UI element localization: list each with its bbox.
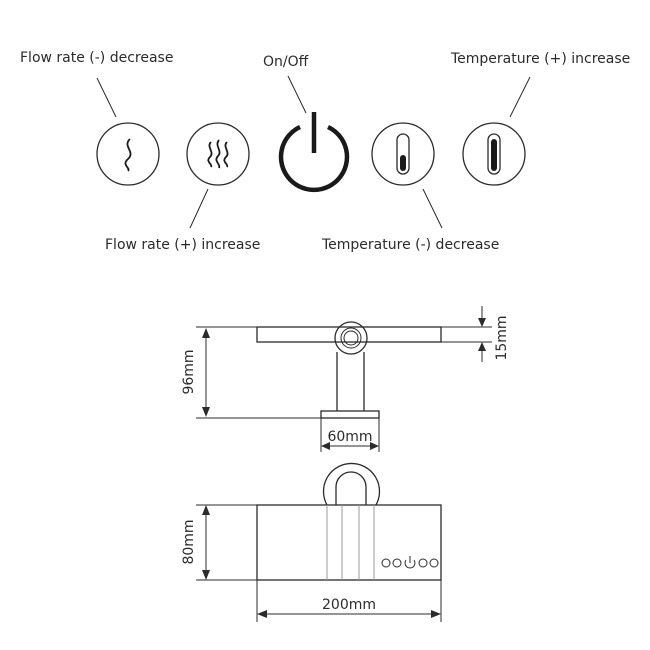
- side-view: 96mm 15mm 60mm: [181, 306, 510, 452]
- temp-decrease-label: Temperature (-) decrease: [321, 237, 499, 253]
- temp-increase-button: [462, 122, 526, 186]
- on-off-leader: [287, 75, 307, 114]
- temp-decrease-button: [371, 122, 435, 186]
- on-off-label: On/Off: [263, 54, 309, 70]
- single-wave-icon: [124, 138, 132, 172]
- flow-increase-label: Flow rate (+) increase: [105, 237, 260, 253]
- temp-decrease-leader: [422, 188, 443, 229]
- power-icon: [278, 124, 350, 193]
- flow-decrease-label: Flow rate (-) decrease: [20, 50, 173, 66]
- flow-decrease-button: [96, 122, 160, 186]
- power-button: [278, 112, 350, 193]
- dim-96mm: 96mm: [181, 349, 197, 394]
- dim-60mm: 60mm: [327, 429, 372, 445]
- dim-15mm: 15mm: [494, 315, 510, 360]
- front-view: 80mm 200mm: [181, 462, 442, 622]
- thermometer-high-icon: [487, 133, 501, 175]
- temp-increase-leader: [509, 76, 531, 118]
- triple-wave-icon: [207, 139, 229, 169]
- dim-200mm: 200mm: [322, 597, 376, 613]
- dim-80mm: 80mm: [181, 519, 197, 564]
- flow-decrease-leader: [96, 77, 117, 118]
- mini-controls: [381, 556, 439, 569]
- flow-increase-leader: [189, 188, 209, 229]
- flow-increase-button: [186, 122, 250, 186]
- temp-increase-label: Temperature (+) increase: [450, 51, 630, 67]
- thermometer-low-icon: [396, 133, 410, 175]
